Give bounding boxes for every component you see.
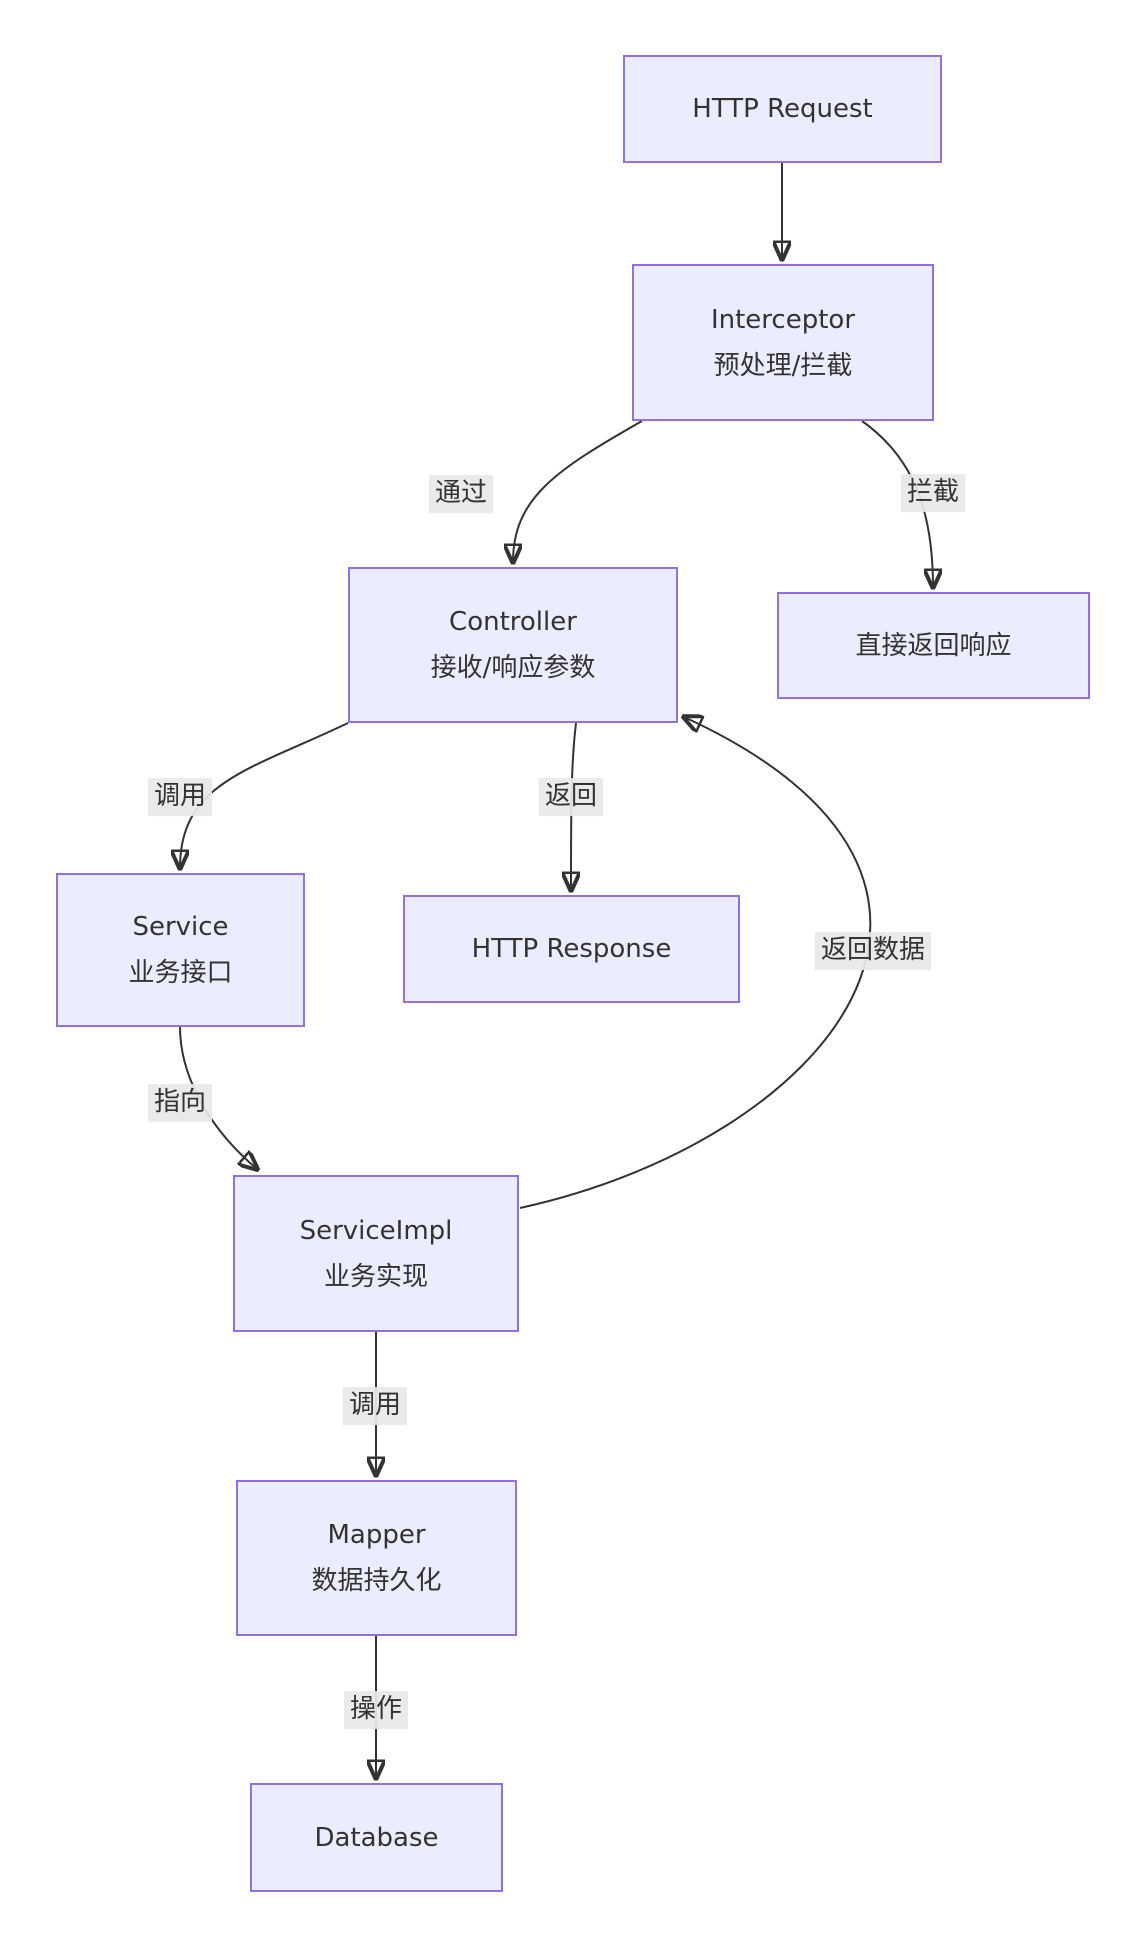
node-label-line: Interceptor bbox=[710, 304, 856, 335]
node-label-line: Database bbox=[314, 1822, 439, 1853]
edge-label-intercept: 拦截 bbox=[900, 474, 966, 512]
node-label-line: 业务实现 bbox=[323, 1261, 428, 1292]
node-label-line: Service bbox=[132, 912, 229, 942]
node-label-line: 业务接口 bbox=[128, 958, 233, 988]
node-label-line: 接收/响应参数 bbox=[430, 653, 596, 683]
node-controller: Controller 接收/响应参数 bbox=[348, 567, 678, 723]
edge-label-pass: 通过 bbox=[428, 475, 494, 513]
node-label-line: 预处理/拦截 bbox=[713, 350, 853, 381]
node-label-line: ServiceImpl bbox=[299, 1215, 453, 1246]
node-label-line: Controller bbox=[449, 607, 577, 637]
node-mapper: Mapper 数据持久化 bbox=[236, 1480, 517, 1636]
edge-label-point-to: 指向 bbox=[147, 1084, 213, 1122]
node-label-line: HTTP Response bbox=[471, 934, 672, 964]
node-label-line: Mapper bbox=[327, 1520, 426, 1550]
edge-interceptor-to-controller bbox=[513, 420, 643, 562]
edge-label-return: 返回 bbox=[538, 778, 604, 816]
edge-label-operate: 操作 bbox=[343, 1691, 409, 1729]
node-label-line: HTTP Request bbox=[692, 94, 873, 124]
node-http-response: HTTP Response bbox=[403, 895, 740, 1003]
node-http-request: HTTP Request bbox=[623, 55, 942, 163]
edge-label-call-service: 调用 bbox=[147, 778, 213, 816]
node-service: Service 业务接口 bbox=[56, 873, 305, 1027]
node-interceptor: Interceptor 预处理/拦截 bbox=[632, 264, 934, 421]
node-direct-response: 直接返回响应 bbox=[777, 592, 1090, 699]
edge-label-return-data: 返回数据 bbox=[814, 932, 932, 970]
node-label-line: 直接返回响应 bbox=[855, 630, 1012, 661]
edge-serviceimpl-to-controller bbox=[519, 717, 872, 1209]
edge-controller-to-service bbox=[180, 722, 349, 868]
node-label-line: 数据持久化 bbox=[311, 1566, 442, 1596]
node-serviceimpl: ServiceImpl 业务实现 bbox=[233, 1175, 519, 1332]
node-database: Database bbox=[250, 1783, 503, 1892]
edge-label-call-mapper: 调用 bbox=[342, 1387, 408, 1425]
